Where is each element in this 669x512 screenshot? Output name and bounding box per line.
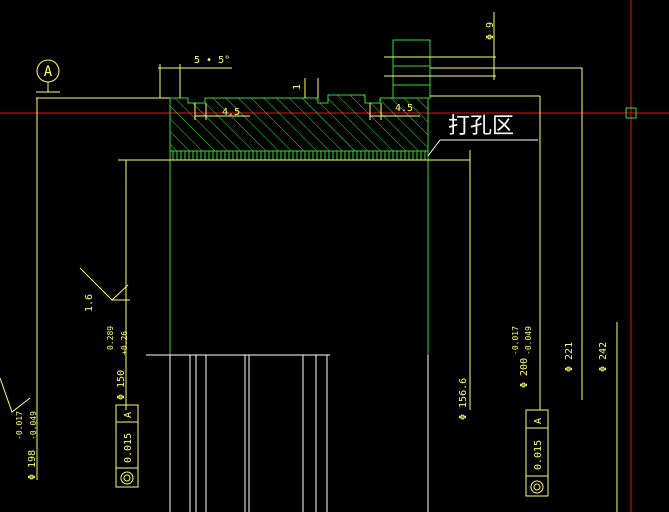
part-section[interactable] (169, 94, 429, 355)
hole-dia-label: Φ 9 (485, 22, 496, 40)
groove-right-dimension[interactable]: 4.5 (369, 103, 420, 120)
dim-156-text[interactable]: Φ 156.6 (458, 378, 469, 420)
tolerance-right-datum: A (533, 418, 544, 424)
dim-150-base: Φ 150 (116, 370, 127, 400)
groove-left-label: 4.5 (222, 107, 240, 118)
roughness-symbol-left[interactable] (0, 377, 31, 413)
chamfer-dimension[interactable]: 5 • 5° (158, 55, 232, 98)
dim-198-base: Φ 198 (27, 450, 38, 480)
bore-lines (146, 354, 429, 512)
drill-zone-note[interactable]: 打孔区 (427, 114, 538, 157)
dim-242-text[interactable]: Φ 242 (598, 342, 609, 372)
drill-zone-label: 打孔区 (448, 114, 514, 139)
groove-right-label: 4.5 (395, 103, 413, 114)
dim-200-text[interactable]: Φ 200 -0.017 -0.049 (511, 326, 533, 388)
datum-a-symbol[interactable]: A (36, 59, 60, 93)
roughness-label: 1.6 (84, 294, 95, 312)
groove-left-dimension[interactable]: 4.5 (194, 103, 250, 120)
tolerance-frame-left[interactable]: A 0.015 (115, 404, 139, 488)
chamfer-label: 5 • 5° (194, 55, 230, 66)
dim-198-lower: -0.049 (29, 411, 38, 440)
hole-detail[interactable] (392, 39, 431, 99)
concentricity-icon (530, 480, 544, 494)
step-dimension[interactable]: 1 (292, 78, 319, 98)
dim-200-base: Φ 200 (519, 358, 530, 388)
tolerance-right-value: 0.015 (533, 440, 544, 470)
dim-150-upper: 0.289 (106, 326, 115, 350)
tolerance-left-datum: A (123, 412, 134, 418)
dim-221-text[interactable]: Φ 221 (564, 342, 575, 372)
hole-dimension[interactable]: Φ 9 (384, 12, 496, 80)
dim-200-upper: -0.017 (511, 326, 520, 355)
tolerance-left-value: 0.015 (123, 433, 134, 463)
dim-200-lower: -0.049 (524, 326, 533, 355)
datum-a-label: A (44, 64, 53, 80)
dim-198-text[interactable]: Φ 198 -0.017 -0.049 (15, 411, 38, 480)
step-label: 1 (292, 84, 303, 90)
dim-198-upper: -0.017 (15, 411, 24, 440)
dim-150-lower: +0.26 (120, 331, 129, 355)
tolerance-frame-right[interactable]: A 0.015 (525, 409, 549, 497)
dim-150-text[interactable]: Φ 150 0.289 +0.26 (106, 326, 129, 400)
roughness-symbol[interactable]: 1.6 (79, 267, 130, 312)
concentricity-icon (120, 471, 134, 485)
